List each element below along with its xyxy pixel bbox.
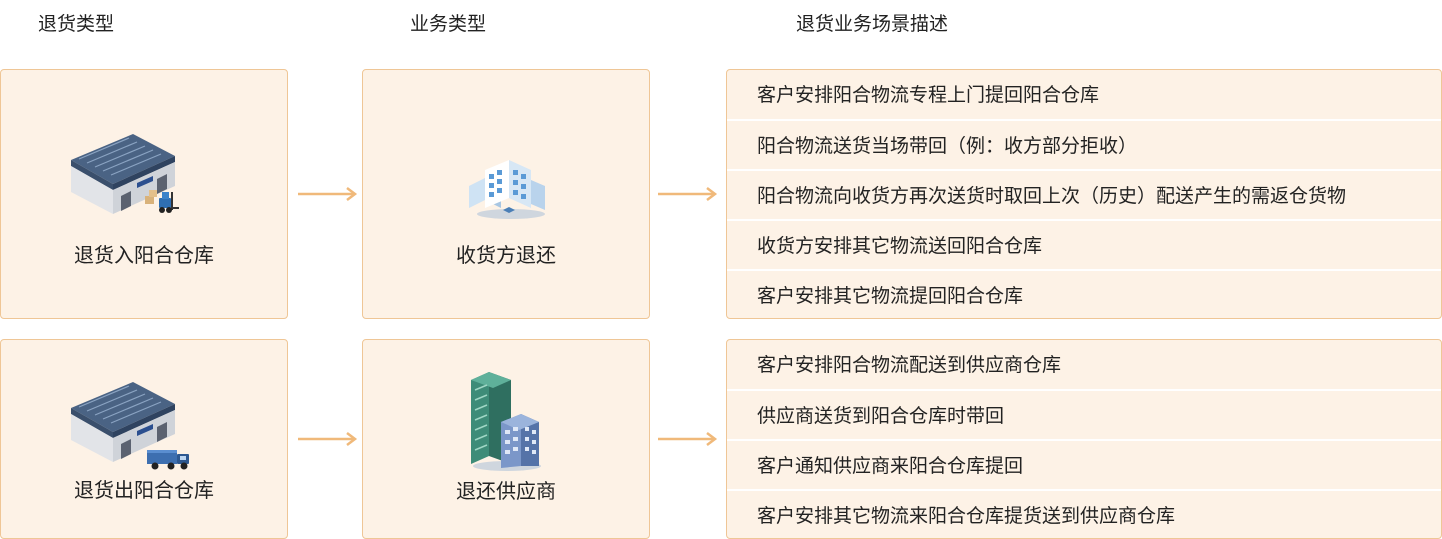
arrow-right-icon [298,187,358,201]
business-type-card-consignee: 收货方退还 [362,69,650,319]
scene-item: 供应商送货到阳合仓库时带回 [727,389,1441,439]
header-business-type: 业务类型 [410,13,487,35]
scene-item: 客户安排其它物流来阳合仓库提货送到供应商仓库 [727,489,1441,538]
business-type-label-consignee: 收货方退还 [456,243,556,267]
header-return-type: 退货类型 [38,13,115,35]
scene-item: 客户安排阳合物流配送到供应商仓库 [757,354,1062,376]
scene-item: 阳合物流送货当场带回（例：收方部分拒收） [727,119,1441,169]
scene-item: 客户安排其它物流提回阳合仓库 [727,269,1441,318]
return-type-label-out: 退货出阳合仓库 [74,478,214,502]
office-building-icon [469,160,545,219]
scene-item: 客户通知供应商来阳合仓库提回 [727,439,1441,489]
arrow-right-icon [658,187,718,201]
return-type-label-in: 退货入阳合仓库 [74,243,214,267]
arrow-right-icon [298,432,358,446]
warehouse-forklift-icon [71,134,179,214]
warehouse-truck-icon [71,382,189,470]
scene-list-out: 客户安排阳合物流配送到供应商仓库 供应商送货到阳合仓库时带回 客户通知供应商来阳… [726,339,1442,539]
scene-item: 阳合物流向收货方再次送货时取回上次（历史）配送产生的需返仓货物 [727,169,1441,219]
scene-item: 客户安排阳合物流专程上门提回阳合仓库 [757,84,1100,106]
return-type-card-in: 退货入阳合仓库 [0,69,288,319]
business-type-label-supplier: 退还供应商 [456,479,556,503]
scene-list-in: 客户安排阳合物流专程上门提回阳合仓库 阳合物流送货当场带回（例：收方部分拒收） … [726,69,1442,319]
return-type-card-out: 退货出阳合仓库 [0,339,288,539]
header-scene-desc: 退货业务场景描述 [796,13,949,35]
business-type-card-supplier: 退还供应商 [362,339,650,539]
skyscraper-icon [471,372,541,471]
arrow-right-icon [658,432,718,446]
scene-item: 收货方安排其它物流送回阳合仓库 [727,219,1441,269]
